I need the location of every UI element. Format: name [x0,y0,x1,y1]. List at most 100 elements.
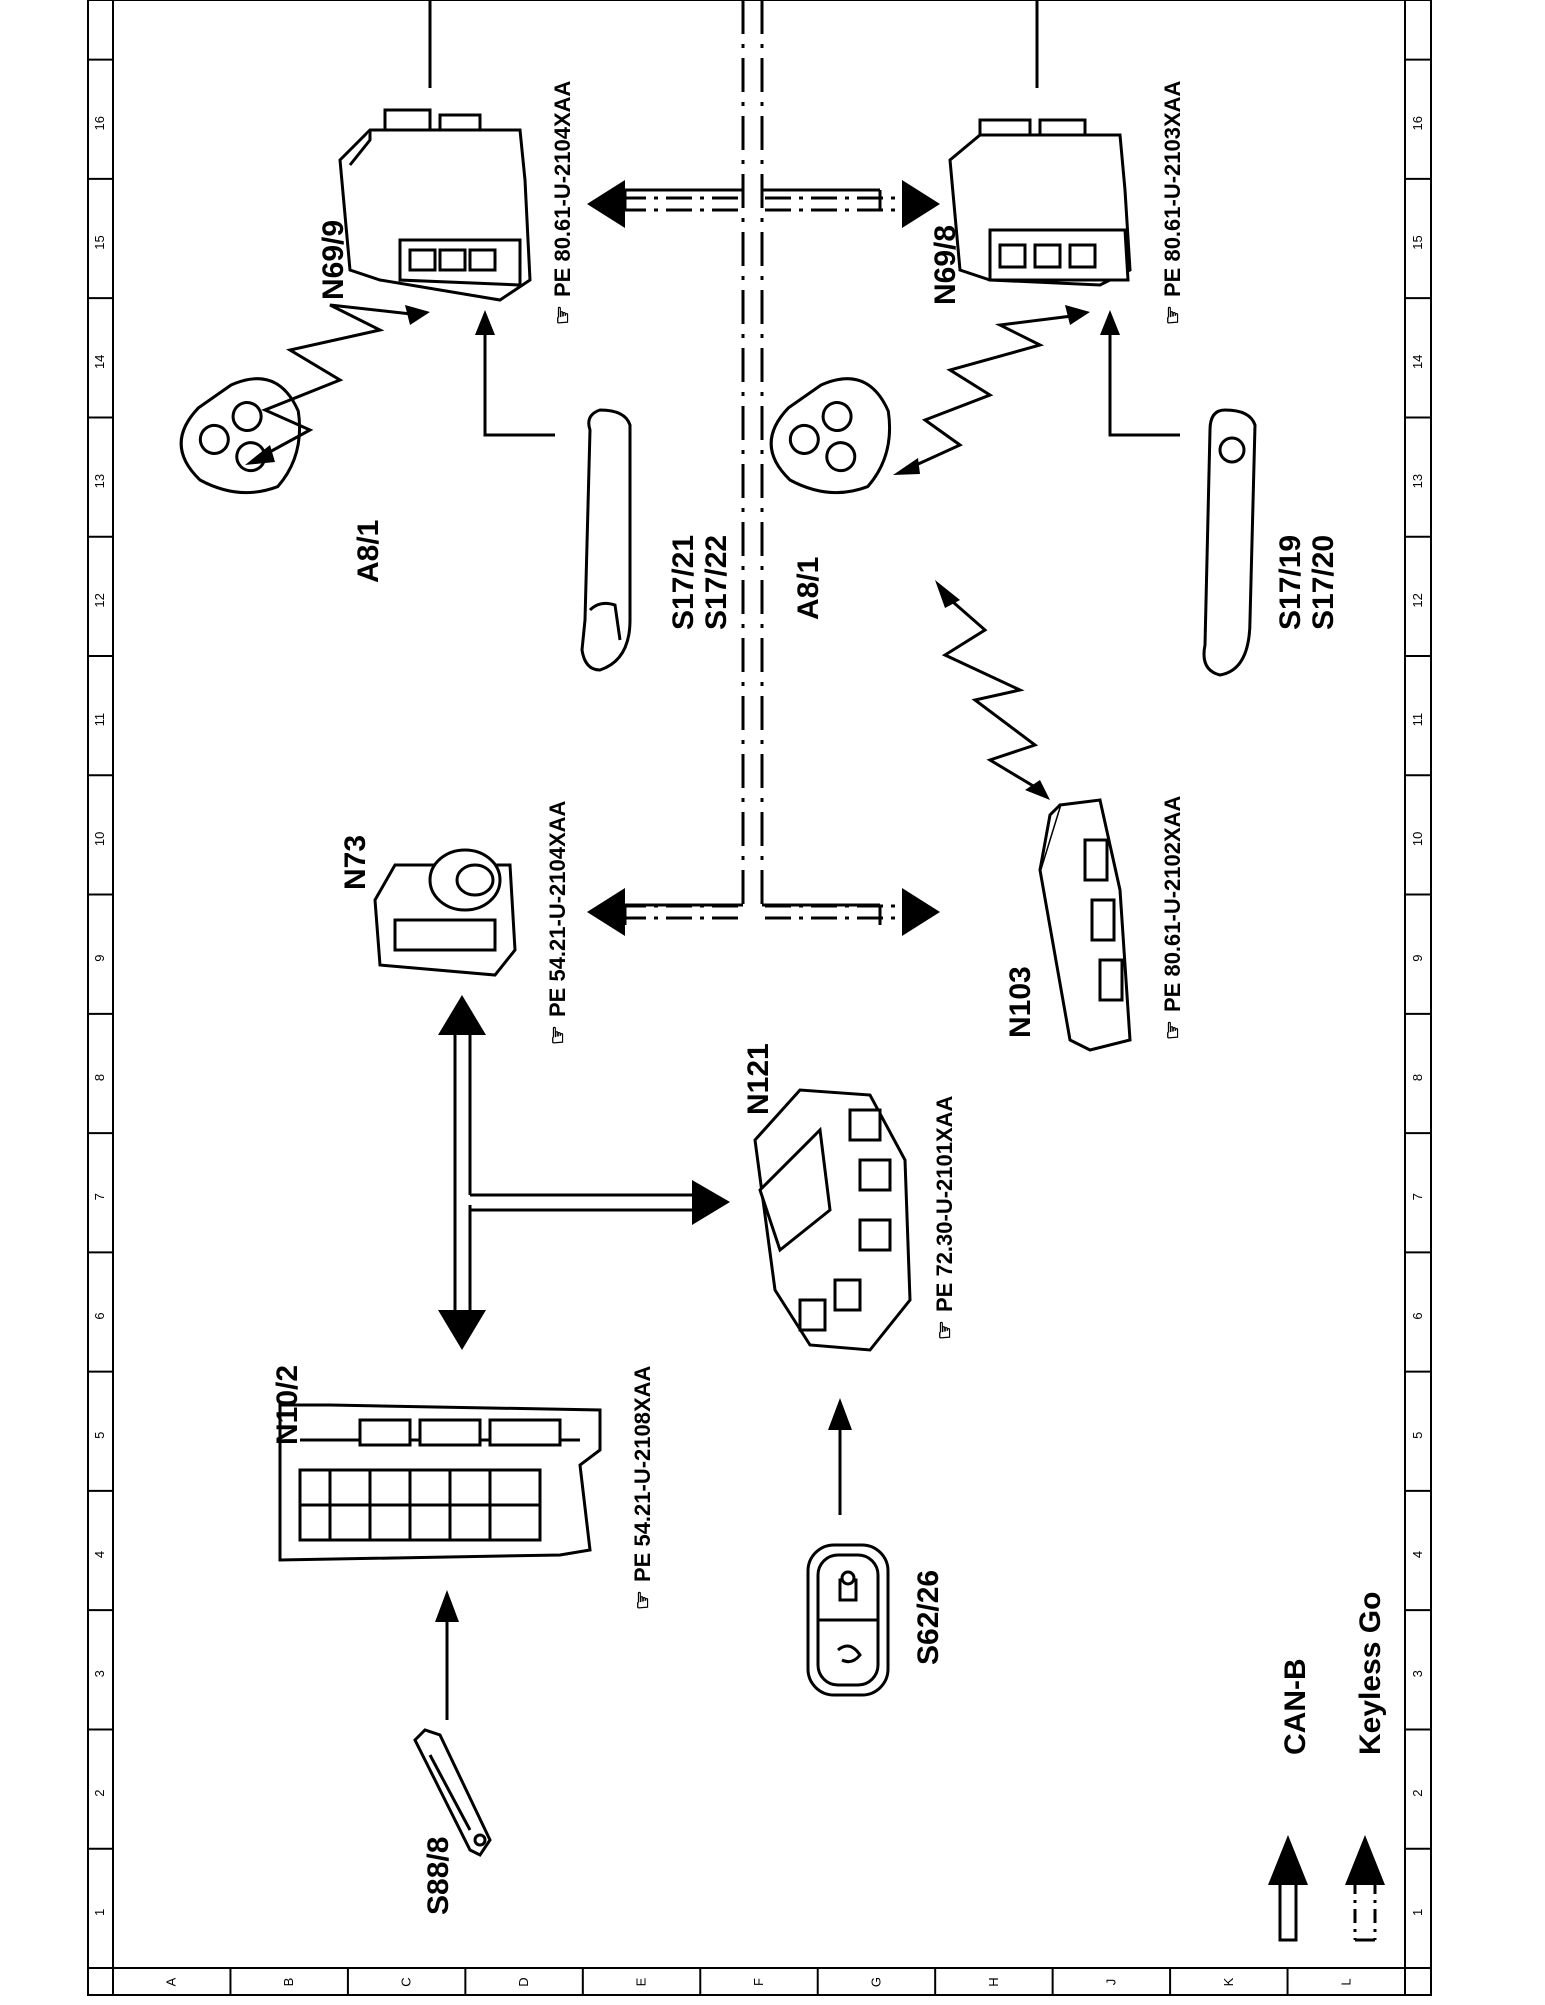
grid-row-label: 1 [92,1909,107,1916]
legend-keyless-go: Keyless Go [1345,1592,1387,1942]
s17-20-label: S17/20 [1307,535,1340,630]
grid-row-label: 15 [92,235,107,249]
a8-1-left-label: A8/1 [352,520,385,583]
grid-row-label: 12 [1410,593,1425,607]
n121-label: N121 [742,1043,775,1115]
grid-row-label: 16 [1410,116,1425,130]
grid-row-label: 14 [1410,355,1425,369]
grid-row-label: 13 [92,474,107,488]
n121-ref: ☞ PE 72.30-U-2101XAA [932,1095,957,1340]
n10-2-ref-text: PE 54.21-U-2108XAA [630,1365,655,1582]
n69-9-ref-text: PE 80.61-U-2104XAA [550,80,575,297]
s62-26-label: S62/26 [912,1570,945,1665]
can-b-arrow-n10-2 [438,1310,486,1350]
grid-row-label: 13 [1410,474,1425,488]
grid-row-label: 4 [1410,1551,1425,1558]
radio-arrow-right-b [1065,305,1090,325]
grid-row-label: 11 [1410,713,1425,727]
n73-ref: ☞ PE 54.21-U-2104XAA [545,800,570,1045]
hand-pointer-icon: ☞ [932,1320,957,1340]
radio-arrow-right-a [893,458,920,475]
legend-can-b: CAN-B [1268,1658,1312,1942]
grid-row-label: 7 [1410,1193,1425,1200]
s62-26-switch [806,1543,890,1697]
radio-signal-right-top [904,313,1081,472]
grid-col-label: E [634,1977,649,1986]
grid-col-label: J [1103,1979,1118,1986]
arrowhead-s17-21 [475,310,495,335]
grid-row-label: 2 [92,1789,107,1796]
radio-arrow-right-d [1025,780,1050,800]
n69-9-label: N69/9 [317,220,350,300]
hand-pointer-icon: ☞ [1160,305,1185,325]
legend-keyless-go-label: Keyless Go [1354,1592,1387,1755]
grid-row-label: 2 [1410,1789,1425,1796]
n73-label: N73 [339,835,372,890]
grid-row-label: 11 [92,713,107,727]
grid-row-label: 6 [1410,1312,1425,1319]
radio-signal-left [254,303,421,462]
n69-9-module [338,108,532,302]
grid-row-label: 8 [92,1074,107,1081]
keyless-go-arrow-n69-8 [765,180,940,228]
grid-row-label: 10 [92,832,107,846]
frame [87,0,1432,1996]
s17-22-label: S17/22 [700,535,733,630]
grid-row-label: 12 [92,593,107,607]
n103-label: N103 [1004,966,1037,1038]
arrowhead-s62-26 [828,1398,852,1430]
grid-row-label: 15 [1410,235,1425,249]
keyless-go-arrow-n103 [765,888,940,936]
radio-arrow-left-b [405,305,430,325]
wire-s17-21-to-n69-9 [483,320,555,437]
n73-ref-text: PE 54.21-U-2104XAA [545,800,570,1017]
grid-col-label: H [986,1977,1001,1986]
n69-9-ref: ☞ PE 80.61-U-2104XAA [550,80,575,325]
grid-row-label: 4 [92,1551,107,1558]
s17-21-label: S17/21 [667,535,700,630]
grid-col-label: L [1338,1978,1353,1985]
n10-2-label: N10/2 [271,1365,304,1445]
can-b-bus-lines [453,1030,695,1310]
grid-row-label: 5 [1410,1432,1425,1439]
grid-col-label: D [516,1977,531,1986]
s17-21-door-handle [580,408,632,672]
n121-module [753,1088,912,1352]
n103-module [1038,798,1132,1052]
n69-8-module [948,118,1132,287]
n69-8-ref-text: PE 80.61-U-2103XAA [1160,80,1185,297]
can-b-arrow-n121 [692,1180,730,1225]
keyless-go-arrow-n69-9 [587,180,740,228]
grid-ticks [88,58,1431,1995]
radio-signal-right-bottom [941,593,1041,792]
arrowhead-s88-8 [435,1590,459,1622]
wire-s17-19-to-n69-8 [1108,320,1180,437]
grid-row-label: 10 [1410,832,1425,846]
a8-1-key-fob-right [769,377,892,495]
arrowhead-s17-19 [1100,310,1120,335]
n103-ref: ☞ PE 80.61-U-2102XAA [1160,795,1185,1040]
keyless-go-arrow-n73 [587,888,740,936]
grid-row-label: 14 [92,355,107,369]
s17-19-label: S17/19 [1274,535,1307,630]
grid-row-label: 3 [92,1670,107,1677]
a8-1-key-fob-left [179,377,302,495]
hand-pointer-icon: ☞ [545,1025,570,1045]
a8-1-right-label: A8/1 [792,557,825,620]
grid-row-label: 8 [1410,1074,1425,1081]
n69-8-ref: ☞ PE 80.61-U-2103XAA [1160,80,1185,325]
s17-19-door-handle [1202,408,1257,677]
grid-row-label: 1 [1410,1909,1425,1916]
grid-row-label: 7 [92,1193,107,1200]
n69-8-label: N69/8 [929,225,962,305]
grid-row-label: 9 [92,955,107,962]
grid-row-label: 5 [92,1432,107,1439]
radio-arrow-left-a [245,445,275,465]
grid-row-label: 9 [1410,955,1425,962]
grid-col-label: B [281,1978,296,1987]
n73-ignition-switch [373,848,517,977]
grid-col-label: K [1221,1977,1236,1986]
hand-pointer-icon: ☞ [550,305,575,325]
